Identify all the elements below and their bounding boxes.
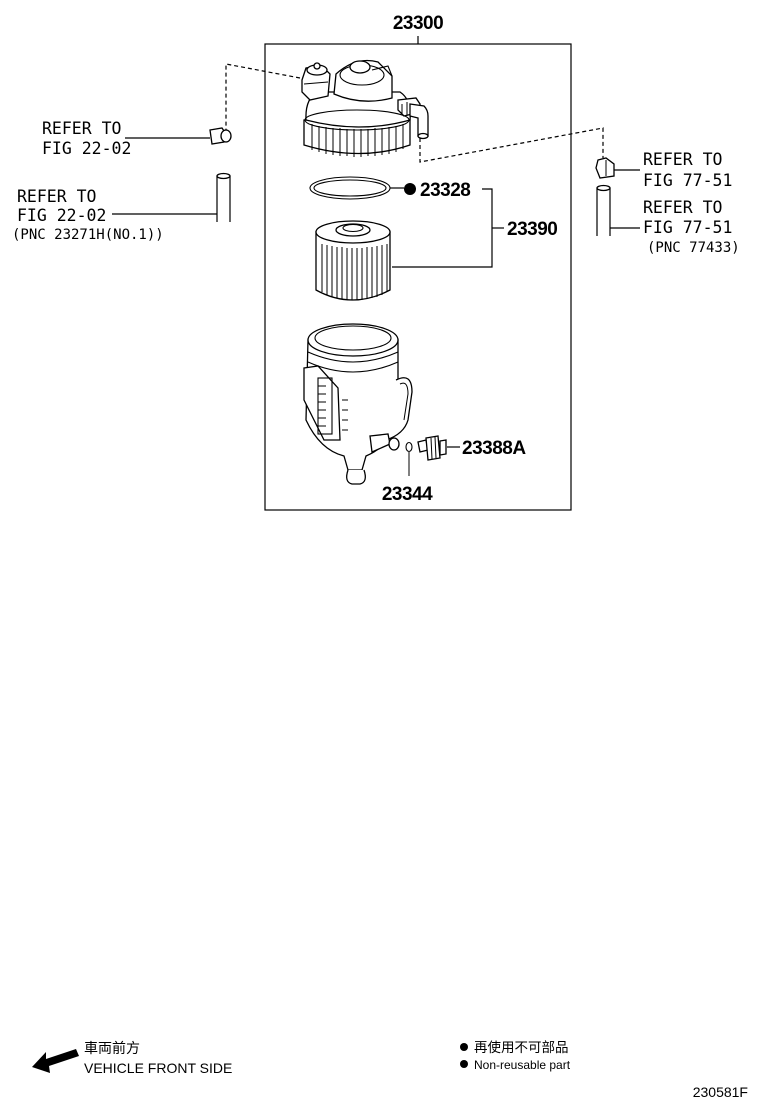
drain-o-ring[interactable] (405, 441, 413, 453)
filter-bowl[interactable] (303, 323, 413, 485)
gasket-o-ring[interactable] (309, 176, 391, 200)
vehicle-front-jp: 車両前方 (84, 1040, 140, 1056)
left-hose-ref-line1: REFER TO (17, 187, 96, 206)
part-number-23300[interactable]: 23300 (393, 13, 444, 34)
non-reusable-bullet-icon (460, 1043, 468, 1051)
filter-element[interactable] (315, 220, 391, 301)
left-connector-ref-line2[interactable]: FIG 22-02 (42, 139, 131, 158)
right-hose-ref-line2[interactable]: FIG 77-51 (643, 218, 732, 237)
non-reusable-bullet-icon (460, 1060, 468, 1068)
left-hose[interactable] (216, 172, 231, 223)
right-hose-connector[interactable] (595, 157, 615, 179)
left-hose-ref-line2[interactable]: FIG 22-02 (17, 206, 106, 225)
part-number-23390[interactable]: 23390 (507, 219, 558, 240)
right-connector-ref-line2[interactable]: FIG 77-51 (643, 171, 732, 190)
right-connection-dash (419, 127, 604, 163)
right-hose[interactable] (596, 184, 611, 237)
vehicle-front-en: VEHICLE FRONT SIDE (84, 1060, 232, 1076)
drain-plug[interactable] (417, 435, 447, 461)
part-number-23328[interactable]: 23328 (420, 180, 471, 201)
left-connection-dash (225, 63, 301, 130)
non-reusable-jp: 再使用不可部品 (474, 1039, 569, 1055)
right-hose-ref-line1: REFER TO (643, 198, 722, 217)
left-hose-pnc: (PNC 23271H(NO.1)) (12, 227, 164, 243)
left-hose-connector[interactable] (209, 127, 232, 145)
vehicle-front-arrow-icon (32, 1049, 79, 1073)
part-number-23388a[interactable]: 23388A (462, 438, 527, 459)
figure-code: 230581F (693, 1084, 748, 1100)
right-hose-pnc: (PNC 77433) (647, 240, 740, 256)
part-number-23344[interactable]: 23344 (382, 484, 434, 505)
right-connector-ref-line1: REFER TO (643, 150, 722, 169)
left-connector-ref-line1: REFER TO (42, 119, 121, 138)
filter-head[interactable] (301, 59, 429, 158)
non-reusable-marker (404, 183, 416, 195)
non-reusable-en: Non-reusable part (474, 1058, 571, 1072)
